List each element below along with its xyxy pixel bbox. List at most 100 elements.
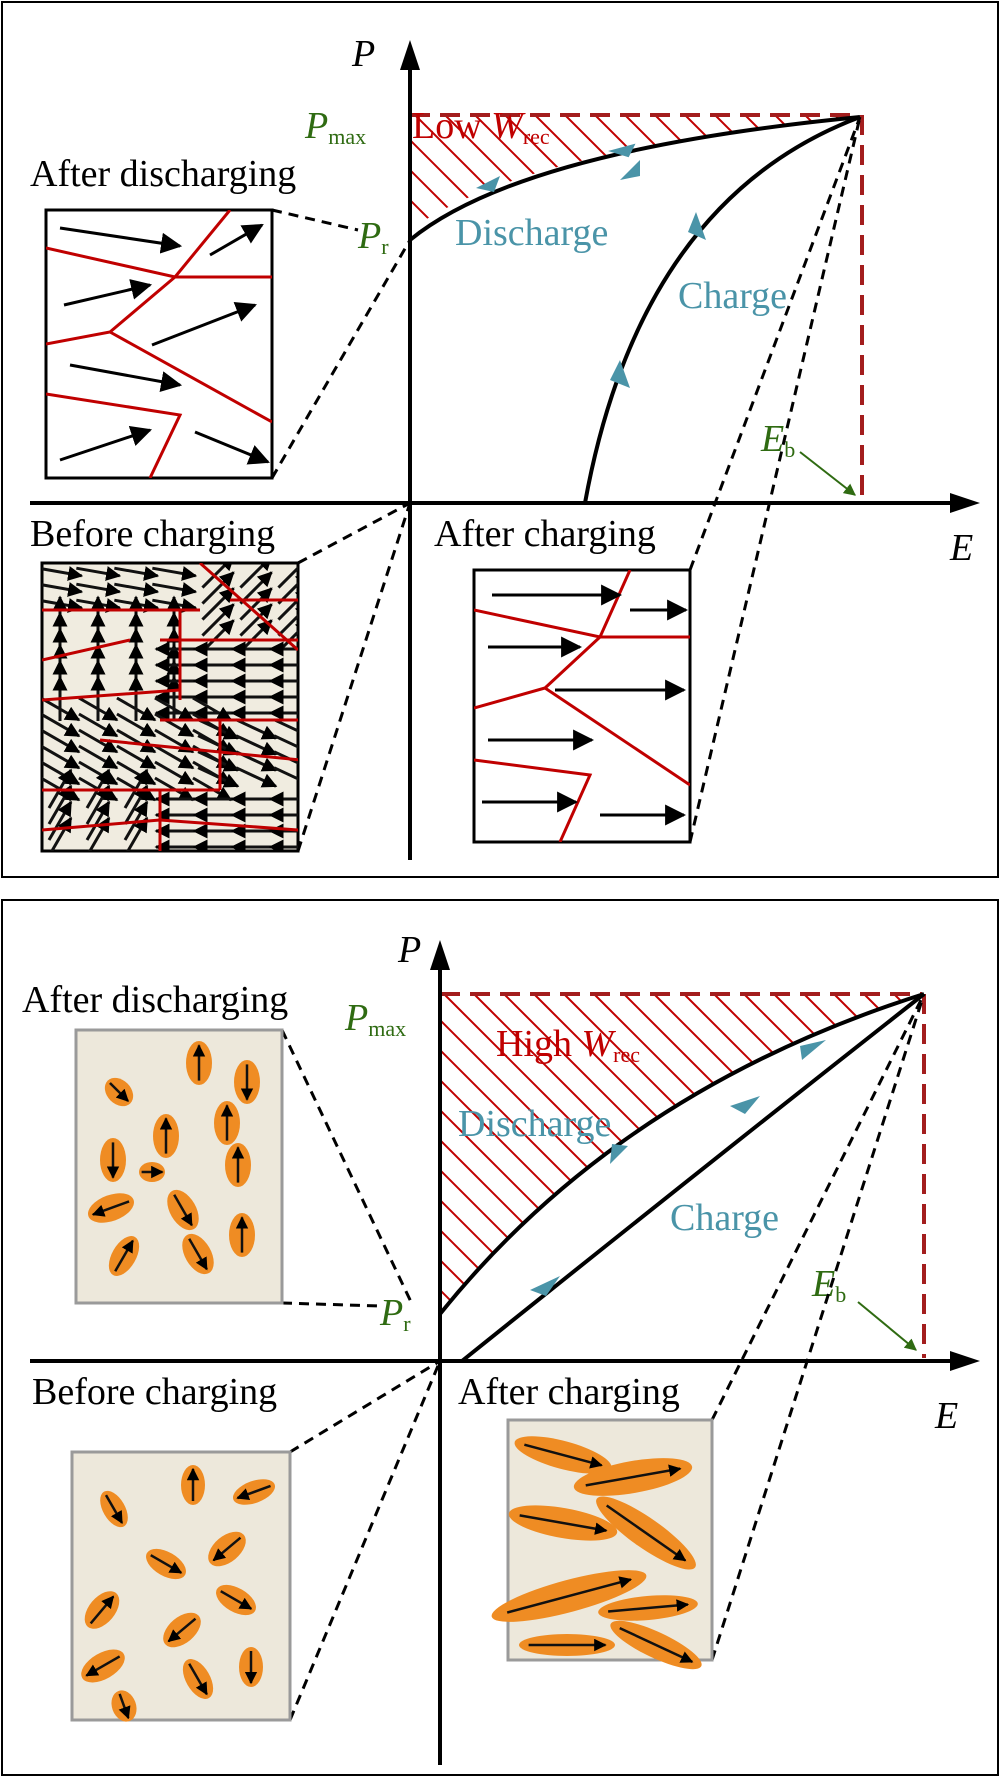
hatch-line [440,993,501,1312]
polar-grain [100,1490,128,1528]
bottom-discharge-label: Discharge [458,1103,611,1145]
top-charge-curve [583,115,861,504]
bottom-pmax-label: Pmax [344,997,406,1041]
domain-arrow [78,696,119,722]
domain-arrow [273,718,298,733]
bottom-wrec-sub: rec [613,1042,640,1067]
polar-grain [146,1548,186,1580]
top-after-discharging-label: After discharging [30,153,296,195]
polar-grain [491,1570,647,1622]
domain-arrow [42,566,84,581]
polar-grain [234,1060,260,1104]
grain-arrow [109,1082,129,1102]
top-charge-arrow-2 [610,360,630,388]
panel-bottom: P E Pmax Pr Eb High Wrec Discharge Charg… [1,899,999,1776]
polar-grain [153,1114,179,1158]
domain-arrow [78,728,119,754]
top-discharge-arrow-1 [620,160,640,180]
grain-arrow [188,1238,208,1271]
grain-arrow [167,1617,197,1643]
bottom-charge-arrow-1 [730,1096,760,1114]
grain-arrow [236,1484,271,1501]
domain-arrow [201,571,235,605]
domain-arrow [42,582,84,597]
grain-arrow [173,1194,193,1227]
domain-arrow [116,696,157,722]
domain-arrow [154,712,195,738]
domain-arrow [78,712,119,738]
domain-arrow [116,712,157,738]
domain-arrow [239,571,273,605]
bottom-pr-label: Pr [379,1292,411,1336]
top-pr-main: P [357,215,381,257]
grain-arrow [114,1239,134,1272]
grain-arrow [188,1663,208,1696]
domain-wall [42,818,161,832]
polar-grain [186,1041,212,1085]
bottom-pr-sub: r [403,1311,411,1336]
domain-arrow [126,816,149,851]
polar-grain [182,1233,214,1275]
top-p-axis-arrow [400,40,420,70]
top-p-axis-label: P [351,33,375,75]
domain-arrow [201,619,235,653]
grain-arrow [85,1655,121,1677]
polar-grain [163,1612,201,1648]
bottom-after-charging-label: After charging [458,1371,680,1413]
top-pr-sub: r [381,234,389,259]
domain-wall [42,688,181,702]
domain-arrow [42,744,81,770]
bottom-wrec-prefix: High [496,1023,582,1065]
polar-grain [598,1595,698,1621]
domain-arrow [116,744,157,770]
grain-arrow [91,1200,130,1217]
domain-arrow [114,566,160,581]
grain-arrow [519,1514,608,1535]
bottom-after-discharging-label: After discharging [22,979,288,1021]
top-pmax-label: Pmax [304,105,366,149]
domain-arrow [201,587,235,621]
domain-arrow [76,566,122,581]
grain-arrow [524,1443,603,1469]
bottom-eb-pointer [857,1301,917,1351]
top-e-axis-arrow [950,493,980,513]
domain-arrow [235,766,278,788]
polar-grain [182,1659,214,1699]
polar-grain [208,1531,246,1567]
bottom-pmax-sub: max [368,1016,406,1041]
domain-arrow [42,712,81,738]
top-pmax-main: P [304,105,328,147]
grain-arrow [118,1693,131,1720]
polar-grain [84,1591,120,1629]
polar-grain [108,1236,140,1276]
top-eb-sub: b [784,437,795,462]
polar-grain [232,1479,276,1505]
bottom-discharge-arrow-1 [800,1040,826,1060]
top-charge-arrow-1 [688,212,706,240]
domain-arrow [114,582,160,597]
top-wrec-prefix: Low [412,105,491,147]
domain-wall [99,738,298,762]
top-discharge-arrow-3 [476,176,500,192]
domain-arrow [78,744,119,770]
polar-grain [81,1649,125,1683]
bottom-p-axis-arrow [430,940,450,970]
polar-grain [100,1138,126,1182]
polar-grain [514,1436,612,1474]
polar-grain [225,1143,251,1187]
hatch-line [410,115,531,230]
polar-grain [167,1189,199,1231]
domain-arrow [201,603,235,637]
top-charge-label: Charge [678,275,787,317]
bottom-p-axis-label: P [397,929,421,971]
top-eb-pointer [799,451,856,496]
grain-arrow [212,1536,242,1562]
grain-arrow [89,1595,115,1625]
polar-grain [508,1505,618,1541]
domain-wall [199,563,298,652]
domain-arrow [277,571,298,605]
top-discharge-curve [408,115,861,242]
domain-arrow [235,718,278,740]
domain-wall [42,638,131,662]
bottom-charge-label: Charge [670,1197,779,1239]
